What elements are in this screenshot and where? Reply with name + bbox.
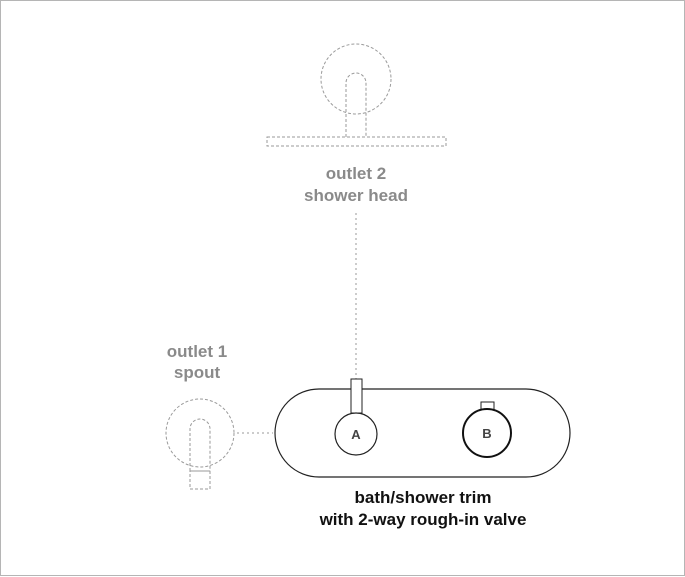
valve-a-letter: A: [351, 427, 361, 442]
valve-b-handle: [462, 408, 512, 458]
trim-plate: [274, 388, 571, 478]
spout-outlet-tip: [189, 470, 211, 490]
valve-b-letter: B: [482, 426, 491, 441]
spout-label-line1: outlet 1: [167, 342, 227, 361]
spout-body: [189, 418, 211, 472]
shower-head-disc: [320, 43, 392, 115]
shower-head-outlet: [266, 43, 447, 147]
shower-head-escutcheon-plate: [266, 136, 447, 147]
spout-escutcheon: [165, 398, 235, 468]
shower-arm: [345, 72, 367, 137]
valve-a-handle: [334, 412, 378, 456]
shower-head-label-line1: outlet 2: [326, 164, 386, 183]
spout-outlet: [165, 398, 235, 490]
valve-a-lever: [350, 378, 363, 414]
trim-caption-line1: bath/shower trim: [355, 488, 492, 507]
trim-caption-line2: with 2-way rough-in valve: [319, 510, 527, 529]
shower-head-label-line2: shower head: [304, 186, 408, 205]
spout-label-line2: spout: [174, 363, 221, 382]
